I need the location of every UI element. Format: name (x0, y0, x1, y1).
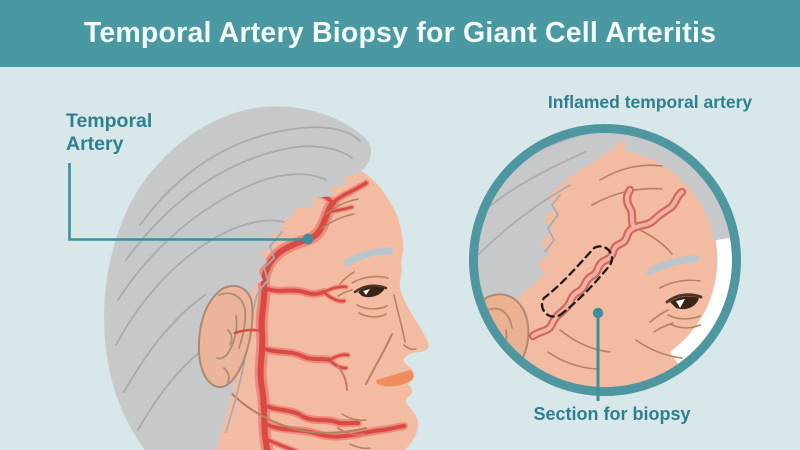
face-wrinkles (229, 198, 417, 450)
section-for-biopsy-label: Section for biopsy (533, 404, 691, 424)
head-profile-figure (68, 106, 429, 450)
ear-ridges (216, 292, 247, 383)
inset-eye (665, 293, 703, 310)
temporal-artery-label: Temporal Artery (66, 110, 153, 155)
lips (376, 370, 414, 387)
inset-content (478, 133, 732, 387)
inset-gray-hair-rim (624, 133, 732, 241)
inflamed-artery-label: Inflamed temporal artery (547, 92, 753, 112)
ear (197, 285, 264, 389)
inset-wrinkles (547, 164, 701, 370)
inset-eyebrow (646, 255, 700, 276)
inset-border (469, 124, 741, 396)
temporal-artery-vessel (257, 177, 406, 450)
eyebrow (343, 247, 394, 267)
biopsy-dashed-outline (540, 245, 614, 318)
eye (353, 284, 388, 298)
temporal-artery-leader-line (68, 163, 304, 241)
page-title: Temporal Artery Biopsy for Giant Cell Ar… (83, 17, 717, 49)
inset-eye-highlight (676, 299, 685, 308)
cheek-wrinkles (337, 365, 365, 436)
inflamed-artery-vessel (528, 185, 687, 341)
hair-shape (104, 106, 372, 450)
eye-highlight (363, 289, 370, 295)
title-banner: Temporal Artery Biopsy for Giant Cell Ar… (0, 0, 800, 67)
inset-figure (469, 124, 741, 401)
biopsy-callout-dot (592, 307, 604, 319)
ear-artery-twig (233, 328, 264, 335)
hair-strand-lines (115, 126, 361, 433)
temporal-artery-callout-dot (302, 233, 314, 245)
